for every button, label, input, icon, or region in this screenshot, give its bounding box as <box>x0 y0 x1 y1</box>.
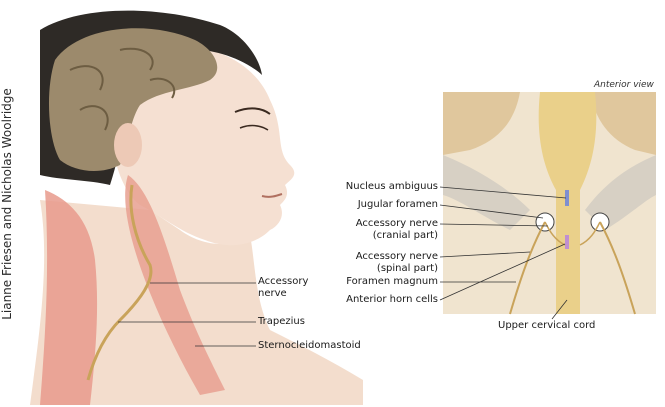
label-anterior-horn-cells: Anterior horn cells <box>346 294 438 306</box>
label-accessory-cranial: Accessory nerve (cranial part) <box>356 218 438 242</box>
anterior-view-illustration <box>443 92 656 314</box>
view-label: Anterior view <box>594 80 654 90</box>
label-upper-cervical-cord: Upper cervical cord <box>498 320 595 332</box>
credit-text: Lianne Friesen and Nicholas Woolridge <box>0 59 16 349</box>
label-accessory-spinal: Accessory nerve (spinal part) <box>356 251 438 275</box>
label-jugular-foramen: Jugular foramen <box>358 199 438 211</box>
label-sternocleidomastoid: Sternocleidomastoid <box>258 340 361 352</box>
label-foramen-magnum: Foramen magnum <box>346 276 438 288</box>
ear <box>114 123 142 167</box>
label-trapezius: Trapezius <box>258 316 305 328</box>
label-accessory-nerve: Accessory nerve <box>258 276 308 300</box>
label-nucleus-ambiguus: Nucleus ambiguus <box>346 181 438 193</box>
